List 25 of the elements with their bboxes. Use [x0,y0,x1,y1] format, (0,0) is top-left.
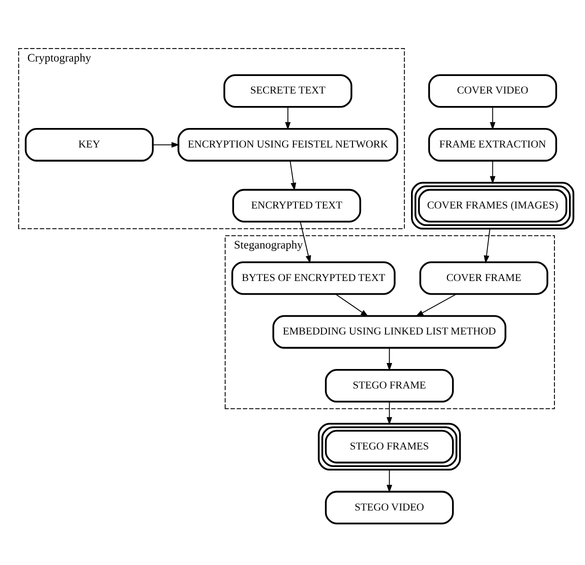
arrow [152,142,180,148]
node-box: KEY [24,128,154,162]
arrow [490,160,496,184]
node-box: COVER FRAME [419,261,548,295]
arrow [290,160,296,191]
arrow [490,106,496,130]
node-box: ENCRYPTED TEXT [232,188,362,222]
node-box: EMBEDDING USING LINKED LIST METHOD [272,315,506,349]
node-box: STEGO VIDEO [324,490,454,524]
arrow [415,294,457,317]
node-box: STEGO FRAMES [318,422,461,470]
node-box: STEGO FRAME [324,369,454,403]
arrow [285,106,291,130]
node-box: COVER FRAMES (IMAGES) [411,182,574,230]
arrow [334,294,369,317]
arrow [386,469,392,493]
node-box: FRAME EXTRACTION [428,128,558,162]
arrow [386,401,392,426]
node-box: COVER VIDEO [428,74,558,108]
arrow [484,228,490,264]
arrow [300,221,312,264]
node-box: SECRETE TEXT [223,74,352,108]
arrow [386,347,392,372]
node-box: ENCRYPTION USING FEISTEL NETWORK [178,128,398,162]
node-box: BYTES OF ENCRYPTED TEXT [231,261,396,295]
